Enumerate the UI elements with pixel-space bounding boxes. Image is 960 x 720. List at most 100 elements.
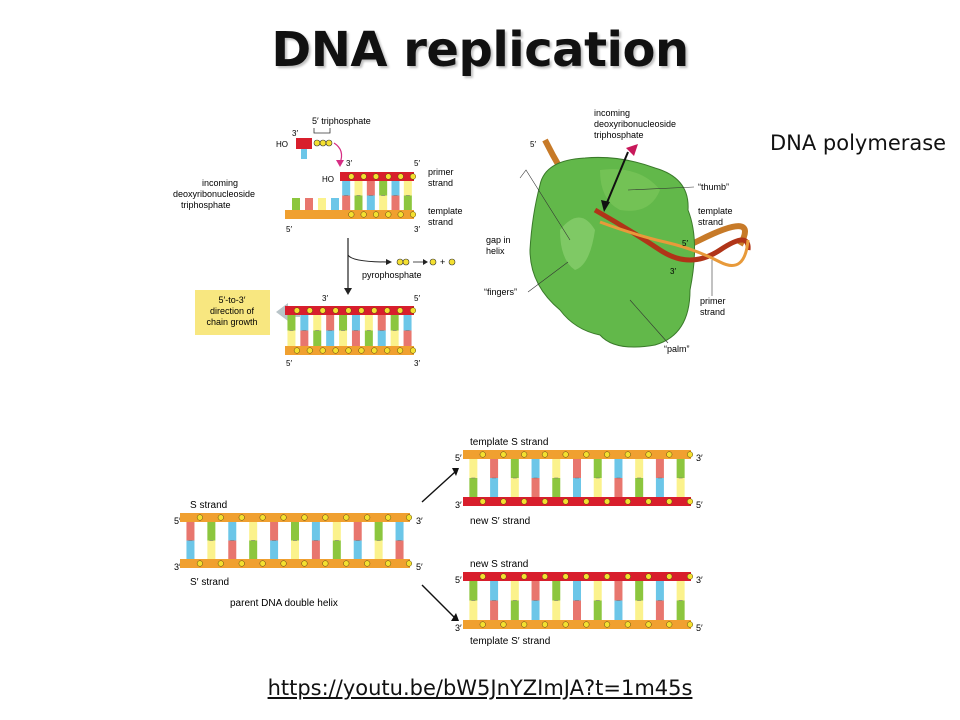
phosphate-icon — [319, 139, 327, 147]
phosphate-icon — [196, 514, 203, 521]
primer-ho-label: HO — [322, 175, 334, 184]
base-pair — [332, 522, 341, 541]
base-pair — [339, 330, 348, 346]
phosphate-icon — [604, 621, 611, 628]
phosphate-icon — [385, 560, 392, 567]
phosphate-icon — [624, 451, 631, 458]
video-link[interactable]: https://youtu.be/bW5JnYZImJA?t=1m45s — [267, 676, 693, 700]
base-pair — [676, 459, 685, 478]
phosphate-icon — [645, 573, 652, 580]
phosphate-icon — [384, 307, 391, 314]
base-pair — [311, 540, 320, 559]
parent-helix-label: parent DNA double helix — [230, 598, 338, 609]
incoming-nucleotide-icon — [626, 144, 638, 156]
parent-top-3prime: 3′ — [416, 516, 423, 526]
primer-3prime-label: 3′ — [346, 159, 352, 168]
base-pair — [531, 478, 540, 497]
base-pair — [490, 581, 499, 601]
primer-label: strand — [428, 178, 453, 188]
base-pair — [635, 478, 644, 497]
result-template-3prime: 3′ — [414, 359, 420, 368]
phosphate-icon — [479, 621, 486, 628]
base-pair — [228, 540, 237, 559]
phosphate-icon — [343, 560, 350, 567]
phosphate-icon — [500, 498, 507, 505]
bracket-icon — [313, 128, 331, 134]
up-bottom-5prime: 5′ — [696, 500, 703, 510]
base-pair — [364, 330, 373, 346]
arrow-up-icon — [421, 471, 456, 503]
base-pair — [614, 600, 623, 620]
base-pair — [300, 330, 309, 346]
plus-sign: + — [440, 257, 445, 267]
base-pair — [593, 600, 602, 620]
phosphate-icon — [384, 347, 391, 354]
base-pair — [635, 600, 644, 620]
phosphate-icon — [521, 498, 528, 505]
base-pair — [287, 330, 296, 346]
phosphate-icon — [306, 307, 313, 314]
phosphate-icon — [645, 451, 652, 458]
phosphate-icon — [562, 451, 569, 458]
phosphate-icon — [402, 258, 410, 266]
base-pair — [366, 181, 375, 196]
phosphate-icon — [521, 451, 528, 458]
primer-5prime-label: 5′ — [414, 159, 420, 168]
base-pair — [379, 195, 388, 210]
base-pair — [531, 459, 540, 478]
base-pair — [305, 198, 313, 210]
base-pair — [342, 195, 351, 210]
direction-label: 5′-to-3′ — [219, 295, 246, 305]
phosphate-icon — [371, 347, 378, 354]
leader-line — [627, 186, 695, 191]
phosphate-icon — [429, 258, 437, 266]
phosphate-icon — [259, 560, 266, 567]
base-pair — [354, 195, 363, 210]
base-pair — [469, 600, 478, 620]
base-pair — [403, 330, 412, 346]
base-pair — [676, 581, 685, 601]
phosphate-icon — [332, 347, 339, 354]
phosphate-icon — [624, 498, 631, 505]
base-pair — [403, 315, 412, 331]
base-pair — [510, 600, 519, 620]
base-pair — [395, 522, 404, 541]
base-pair — [490, 600, 499, 620]
base-pair — [510, 581, 519, 601]
template-label: template — [428, 206, 463, 216]
base-pair — [510, 459, 519, 478]
base-pair — [374, 522, 383, 541]
phosphate-icon — [196, 560, 203, 567]
up-top-5prime: 5′ — [455, 453, 462, 463]
phosphate-icon — [583, 573, 590, 580]
phosphate-icon — [541, 573, 548, 580]
template-label: strand — [428, 217, 453, 227]
incoming-label: triphosphate — [594, 130, 644, 140]
backbone-strand — [180, 513, 410, 522]
phosphate-icon — [686, 498, 694, 505]
base-pair — [573, 581, 581, 601]
phosphate-icon — [293, 347, 300, 354]
base-pair — [331, 198, 339, 210]
phosphate-icon — [645, 498, 652, 505]
phosphate-icon — [217, 514, 224, 521]
base-pair — [403, 181, 412, 196]
replication-figure: S strand 5′ 3′ 3′ 5′ S′ strand parent DN… — [174, 437, 703, 647]
phosphate-icon — [325, 139, 333, 147]
phosphate-icon — [521, 621, 528, 628]
template-label: template — [698, 206, 733, 216]
base-pair — [291, 522, 299, 541]
base-pair — [292, 198, 300, 210]
base-pair — [552, 581, 561, 601]
base-pair — [249, 522, 258, 541]
phosphate-icon — [280, 560, 287, 567]
arrow-head-icon — [452, 468, 459, 476]
base-pair — [469, 581, 478, 601]
base-pair — [377, 330, 386, 346]
arrow-head-icon — [601, 200, 610, 212]
base-pair — [593, 459, 602, 478]
arrow-head-icon — [451, 613, 459, 621]
polymerase-structure-figure: incoming deoxyribonucleoside triphosphat… — [484, 108, 751, 354]
phosphate-icon — [238, 560, 245, 567]
base-pair — [354, 181, 363, 196]
